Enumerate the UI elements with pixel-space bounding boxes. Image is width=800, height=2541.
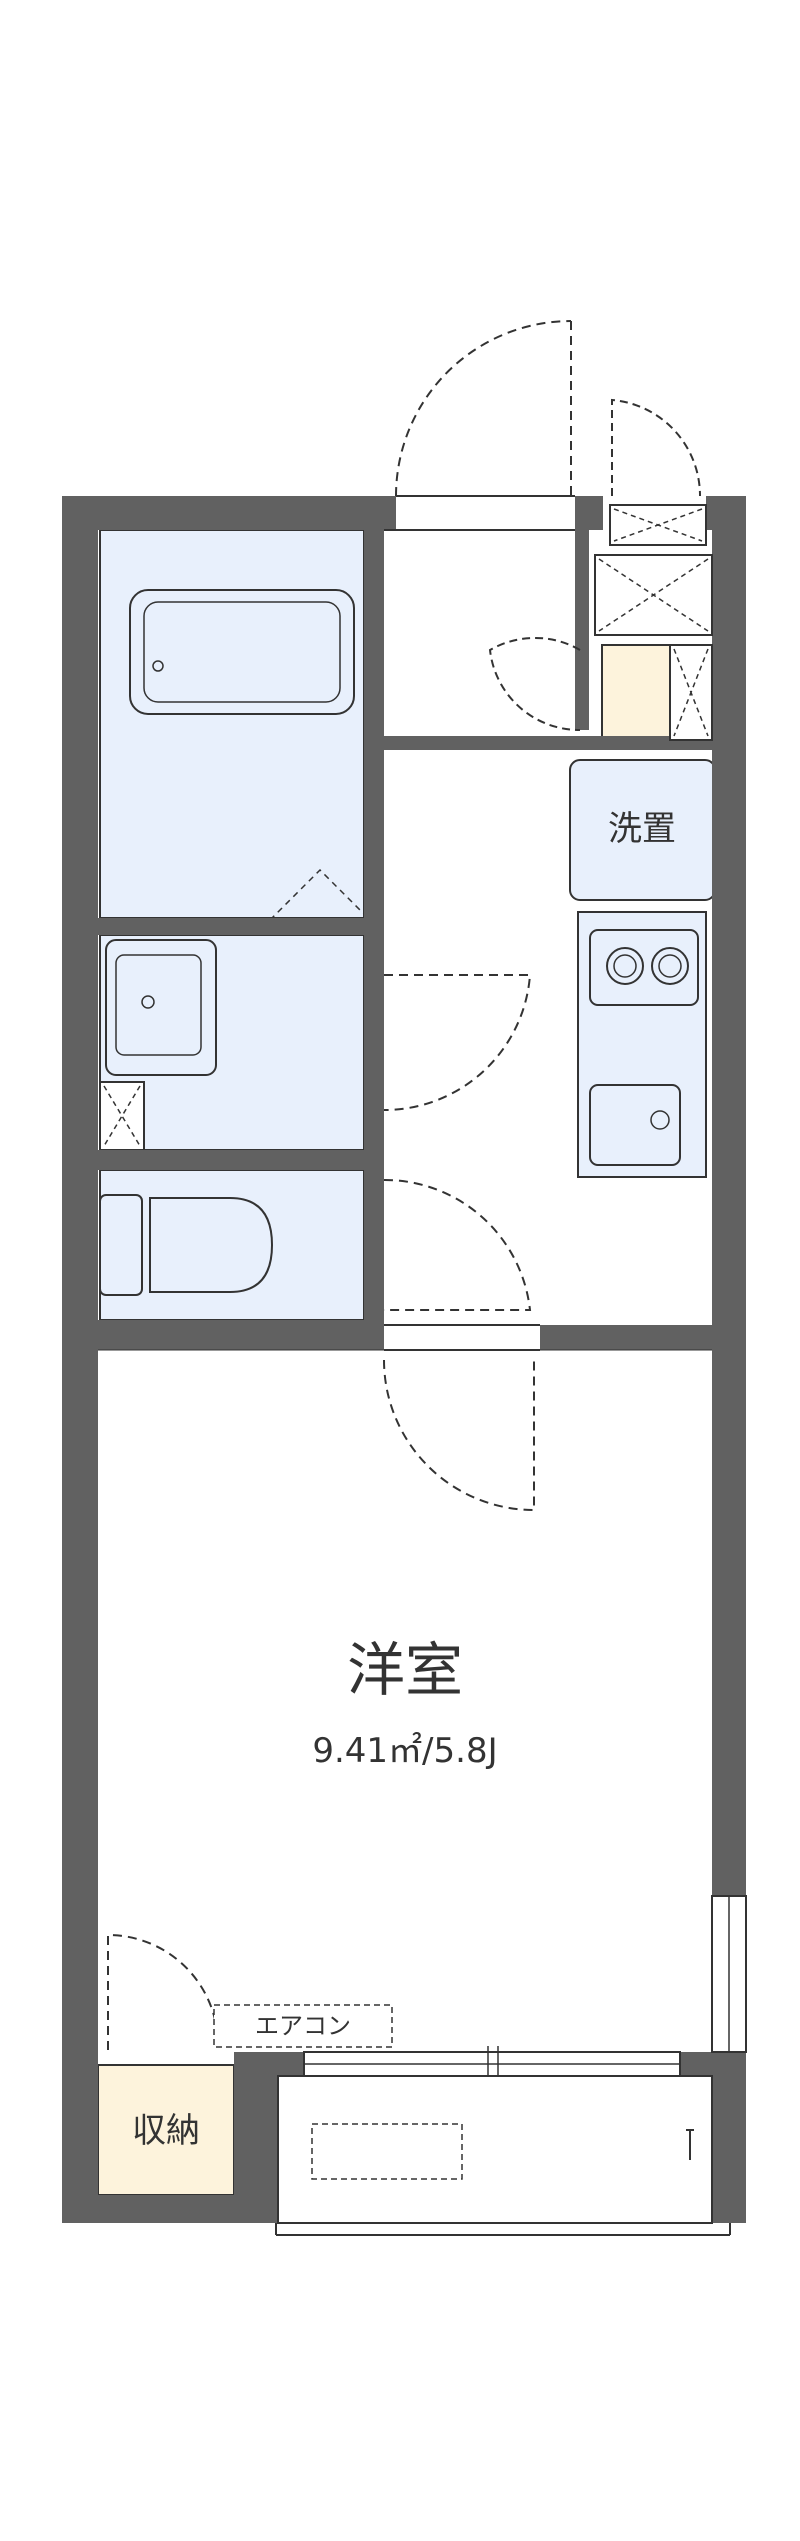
room-area: 9.41㎡/5.8J [312, 1731, 497, 1771]
shoe-cabinet [601, 644, 671, 741]
washbasin-bowl [115, 954, 202, 1056]
toilet-tank [99, 1194, 143, 1296]
burner-left [606, 947, 644, 985]
wall-balcony-top-right [680, 2052, 746, 2076]
wall-entry-right [575, 530, 589, 730]
wall-left [62, 496, 98, 2223]
meter-door-swing [611, 398, 702, 497]
wall-top-mid [575, 496, 603, 530]
burner-right-inner [658, 954, 682, 978]
meter-box-cross [613, 508, 703, 542]
entry-door-swing [395, 320, 572, 497]
balcony-unit [311, 2123, 463, 2180]
wall-toilet-bottom [62, 1320, 384, 1350]
toilet-door-swing [383, 1178, 532, 1311]
meter-space-cross [598, 558, 709, 632]
wall-right-lower [712, 2052, 746, 2223]
meter-space [594, 554, 713, 636]
storage-door-swing [107, 1933, 219, 2050]
pipe-shaft-cross [103, 1085, 141, 1147]
sink [589, 1084, 681, 1166]
burner-right [651, 947, 689, 985]
cabinet-side-cross [673, 648, 709, 737]
balcony [277, 2075, 713, 2224]
toilet-bowl [149, 1197, 274, 1293]
wall-right [712, 496, 746, 1896]
bath-area [99, 529, 365, 919]
bathtub-drain [152, 660, 164, 672]
laundry-label: 洗置 [608, 809, 676, 849]
aircon-box [213, 2004, 393, 2048]
wall-top-left [62, 496, 396, 530]
room-door-swing [383, 1359, 535, 1512]
wall-balcony-left [234, 2052, 278, 2223]
wash-door-swing [383, 974, 532, 1112]
shoe-door-swing [488, 636, 581, 732]
washbasin-drain [141, 995, 155, 1009]
bathtub-inner [143, 601, 341, 703]
burner-left-inner [613, 954, 637, 978]
wall-kitchen-bottom [540, 1325, 746, 1350]
storage-area [97, 2064, 235, 2196]
pipe-shaft [99, 1081, 145, 1151]
room-label: 洋室 [347, 1636, 463, 1704]
storage-label: 収納 [132, 2111, 200, 2151]
aircon-label: エアコン [255, 2012, 351, 2040]
bathtub [129, 589, 355, 715]
bath-door-mark [269, 868, 365, 921]
sink-drain [650, 1110, 670, 1130]
balcony-drain [686, 2129, 694, 2160]
wall-wash-bottom [98, 1150, 384, 1170]
wall-bath-bottom [98, 918, 384, 935]
wall-balcony-top-left [234, 2052, 304, 2076]
wall-entry-bottom [380, 736, 746, 750]
washbasin [105, 939, 217, 1076]
